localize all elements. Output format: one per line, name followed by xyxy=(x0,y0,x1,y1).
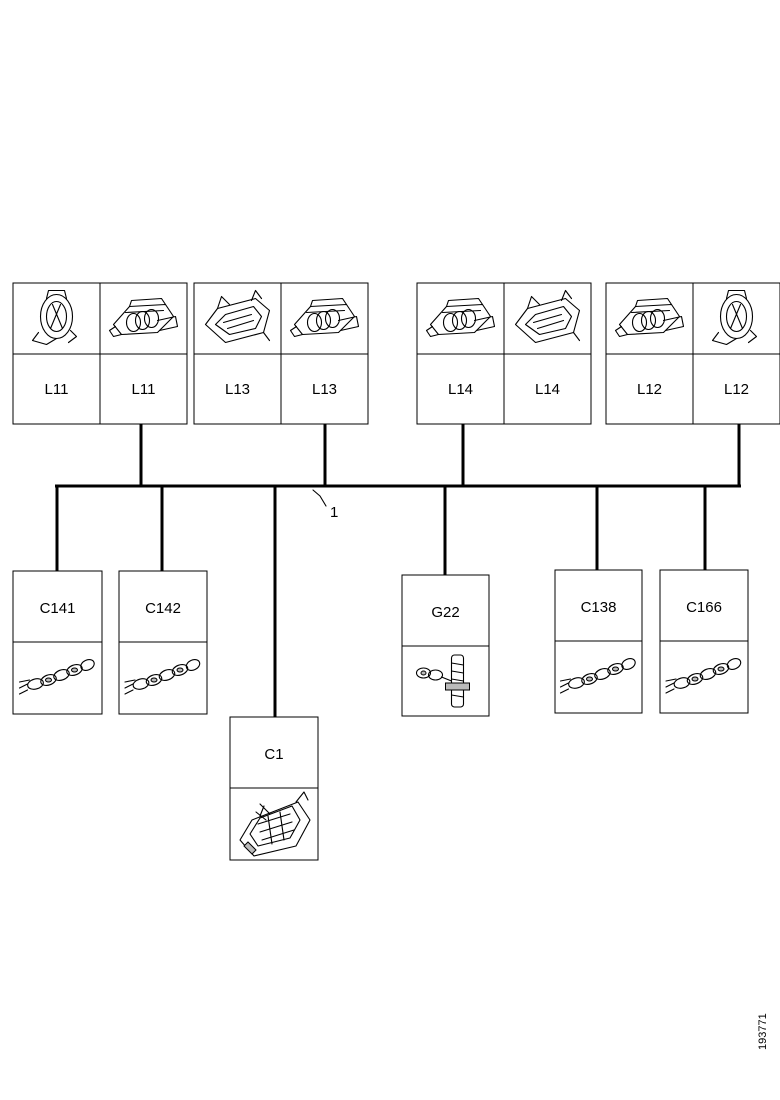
component-label: C142 xyxy=(145,600,181,617)
figure-id: 193771 xyxy=(757,1013,769,1050)
component-c141[interactable]: C141 xyxy=(12,570,103,715)
harness-callout-number: 1 xyxy=(330,504,338,521)
picture-box xyxy=(605,282,694,355)
wiring-lines xyxy=(55,424,741,717)
component-c138[interactable]: C138 xyxy=(554,569,643,714)
component-c166[interactable]: C166 xyxy=(659,569,749,714)
component-label: C141 xyxy=(40,600,76,617)
picture-box xyxy=(193,282,282,355)
component-label: C1 xyxy=(264,746,283,763)
picture-box xyxy=(416,282,505,355)
label-box xyxy=(12,353,101,425)
picture-box xyxy=(118,641,208,715)
picture-box xyxy=(280,282,369,355)
label-box xyxy=(554,569,643,642)
connector-group-l12: L12 L12 xyxy=(605,282,780,425)
picture-box xyxy=(554,640,643,714)
component-label: C138 xyxy=(581,599,617,616)
connector-cell-l13[interactable]: L13 xyxy=(280,282,369,425)
label-box xyxy=(401,574,490,647)
connector-group-l14: L14 L14 xyxy=(416,282,592,425)
label-box xyxy=(605,353,694,425)
label-box xyxy=(503,353,592,425)
callout-leader xyxy=(312,489,327,507)
connector-cell-l14[interactable]: L14 xyxy=(503,282,592,425)
connector-cell-l11[interactable]: L11 xyxy=(99,282,188,425)
connector-label: L12 xyxy=(724,381,749,398)
connector-cell-l11[interactable]: L11 xyxy=(12,282,101,425)
connector-group-l11: L11 L11 xyxy=(12,282,188,425)
connector-cell-l13[interactable]: L13 xyxy=(193,282,282,425)
picture-box xyxy=(692,282,780,355)
component-label: C166 xyxy=(686,599,722,616)
label-box xyxy=(99,353,188,425)
picture-box xyxy=(12,282,101,355)
connector-label: L11 xyxy=(132,381,156,398)
connector-cell-l14[interactable]: L14 xyxy=(416,282,505,425)
label-box xyxy=(692,353,780,425)
connector-label: L11 xyxy=(45,381,69,398)
picture-box xyxy=(12,641,103,715)
connector-label: L13 xyxy=(225,381,250,398)
connector-label: L14 xyxy=(535,381,560,398)
label-box xyxy=(280,353,369,425)
label-box xyxy=(416,353,505,425)
label-box xyxy=(659,569,749,642)
picture-box xyxy=(229,787,319,861)
component-label: G22 xyxy=(431,604,459,621)
component-c142[interactable]: C142 xyxy=(118,570,208,715)
label-box xyxy=(118,570,208,643)
picture-box xyxy=(99,282,188,355)
connector-label: L13 xyxy=(312,381,337,398)
component-g22[interactable]: G22 xyxy=(401,574,490,717)
top-connector-row: L11 L11 L13 L13 L14 L14 L12 L12 xyxy=(12,282,780,425)
connector-group-l13: L13 L13 xyxy=(193,282,369,425)
picture-box xyxy=(659,640,749,714)
connector-label: L14 xyxy=(448,381,473,398)
component-c1[interactable]: C1 xyxy=(229,716,319,861)
label-box xyxy=(193,353,282,425)
connector-cell-l12[interactable]: L12 xyxy=(605,282,694,425)
label-box xyxy=(12,570,103,643)
connector-cell-l12[interactable]: L12 xyxy=(692,282,780,425)
connector-label: L12 xyxy=(637,381,662,398)
label-box xyxy=(229,716,319,789)
picture-box xyxy=(401,645,490,717)
